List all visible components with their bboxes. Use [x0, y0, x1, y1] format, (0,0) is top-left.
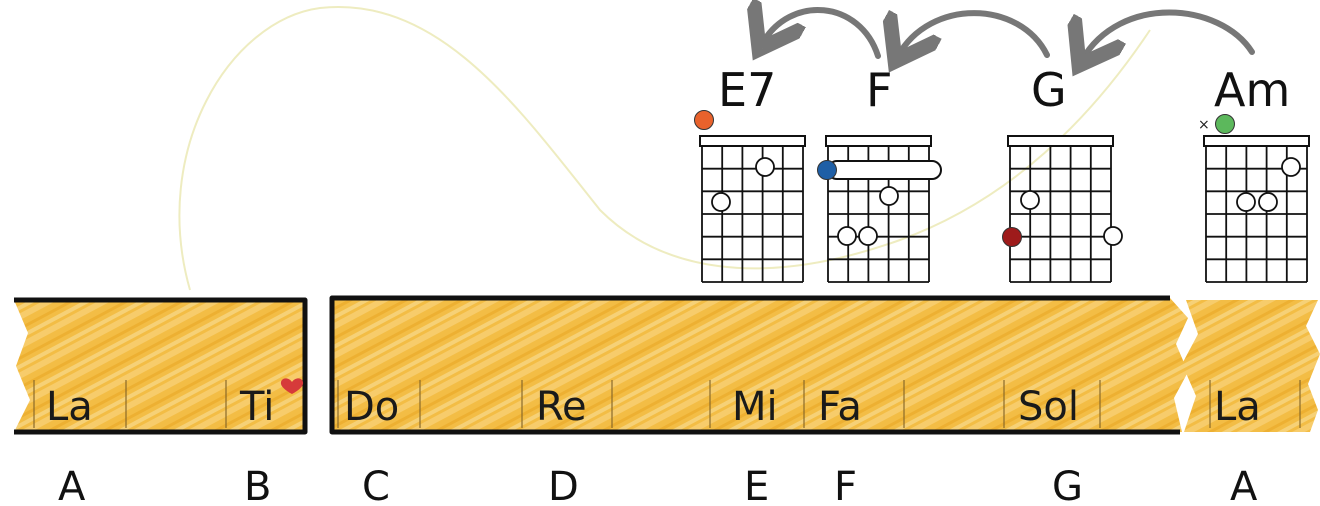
solfege-la: La — [46, 384, 93, 430]
note-e: E — [744, 464, 769, 506]
band-segment-do-sol — [332, 298, 1188, 432]
band-segment-do-sol-outline — [329, 295, 1180, 435]
solfege-fa: Fa — [818, 384, 862, 430]
solfege-la-end: La — [1214, 384, 1261, 430]
solfege-sol: Sol — [1018, 384, 1079, 430]
chord-name-e7: E7 — [718, 63, 776, 117]
root-dot — [1002, 227, 1022, 247]
finger-dot — [1103, 226, 1123, 246]
root-dot — [817, 160, 837, 180]
note-a: A — [58, 464, 86, 506]
mute-mark: × — [1198, 117, 1210, 133]
chord-box-e7 — [694, 110, 806, 283]
note-b: B — [244, 464, 271, 506]
finger-dot — [1236, 192, 1256, 212]
arrow-g-to-f — [898, 13, 1050, 56]
finger-dot — [837, 226, 857, 246]
chord-box-f — [817, 135, 942, 283]
finger-dot — [858, 226, 878, 246]
finger-dot — [1020, 190, 1040, 210]
note-a-end: A — [1230, 464, 1258, 506]
arrow-f-to-e7 — [762, 10, 881, 56]
finger-dot — [1281, 157, 1301, 177]
loop-line — [178, 5, 1151, 291]
note-f: F — [834, 464, 857, 506]
chord-box-am: × — [1198, 114, 1310, 283]
solfege-re: Re — [536, 384, 587, 430]
chord-name-am: Am — [1214, 63, 1290, 117]
chord-diagrams: × — [694, 110, 1310, 283]
chord-nut — [825, 135, 932, 147]
solfege-mi: Mi — [732, 384, 778, 430]
solfege-ti: Ti — [239, 384, 274, 430]
chord-nut — [1007, 135, 1114, 147]
heart-icon — [280, 378, 304, 394]
finger-dot — [755, 157, 775, 177]
root-dot — [694, 110, 714, 130]
finger-dot — [1258, 192, 1278, 212]
chord-nut — [1203, 135, 1310, 147]
finger-dot — [711, 192, 731, 212]
band-segment-la-ti-outline — [14, 297, 308, 435]
chord-nut — [699, 135, 806, 147]
barre-marker — [827, 160, 942, 180]
root-dot — [1215, 114, 1235, 134]
band-segment-la-end — [1182, 300, 1320, 432]
chord-box-g — [1002, 135, 1123, 283]
note-c: C — [362, 464, 390, 506]
note-d: D — [548, 464, 579, 506]
solfege-do: Do — [344, 384, 399, 430]
chord-name-g: G — [1031, 63, 1067, 117]
finger-dot — [879, 186, 899, 206]
band-ticks — [33, 380, 1301, 428]
arrow-am-to-g — [1082, 9, 1255, 61]
band-segment-la-ti — [14, 300, 305, 432]
scale-band — [14, 295, 1320, 435]
chord-name-f: F — [866, 63, 892, 117]
note-g: G — [1052, 464, 1083, 506]
